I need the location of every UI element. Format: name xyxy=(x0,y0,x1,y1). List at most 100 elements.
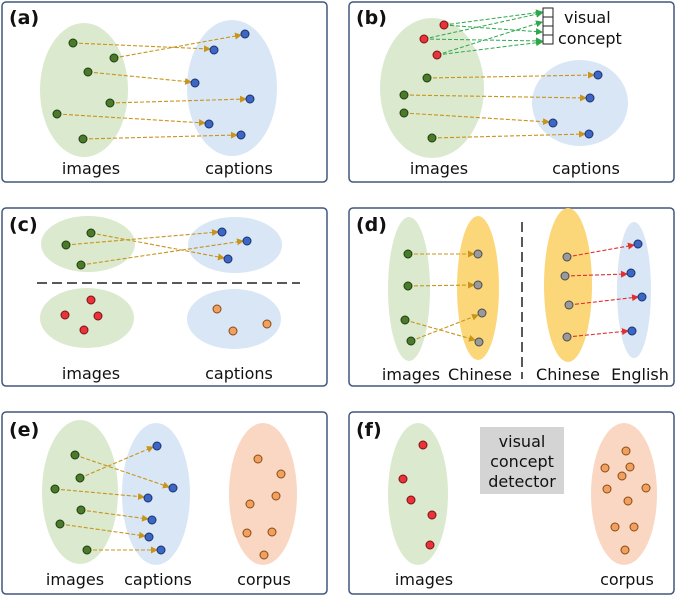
panel-a: (a) images captions xyxy=(1,1,328,183)
match-arrow xyxy=(90,232,225,261)
caption-node xyxy=(585,93,595,103)
captions-region-unpaired xyxy=(187,289,281,349)
chinese-node xyxy=(477,308,487,318)
match-arrow xyxy=(87,71,192,85)
translate-arrow xyxy=(566,328,629,338)
image-node xyxy=(70,450,80,460)
caption-node xyxy=(209,45,219,55)
image-node xyxy=(86,228,96,238)
panel-d-label: (d) xyxy=(356,214,387,236)
match-arrow xyxy=(426,71,595,79)
caption-node xyxy=(152,441,162,451)
panel-a-frame xyxy=(1,1,328,183)
chinese-node xyxy=(473,280,483,290)
corpus-node xyxy=(610,522,620,532)
images-caption: images xyxy=(382,365,440,384)
caption-node xyxy=(236,130,246,140)
concept-node xyxy=(419,34,429,44)
image-node xyxy=(422,73,432,83)
chinese-node xyxy=(474,337,484,347)
concept-node xyxy=(418,440,428,450)
panel-b-label: (b) xyxy=(356,7,387,29)
english-node xyxy=(627,326,637,336)
image-node xyxy=(400,315,410,325)
panel-d: (d) xyxy=(348,207,675,387)
image-node xyxy=(78,134,88,144)
panel-f-frame xyxy=(348,411,675,595)
image-node xyxy=(399,108,409,118)
corpus-node xyxy=(267,527,277,537)
panel-b-frame xyxy=(348,1,675,183)
image-node xyxy=(50,484,60,494)
match-arrow xyxy=(431,130,586,139)
corpus-node xyxy=(620,545,630,555)
panel-c-frame xyxy=(1,207,328,387)
english-caption: English xyxy=(611,365,669,384)
concept-slot xyxy=(542,25,554,36)
caption-node xyxy=(548,118,558,128)
match-arrow xyxy=(65,229,219,246)
chinese-node xyxy=(564,300,574,310)
match-arrow xyxy=(74,454,170,489)
concept-arrow xyxy=(443,24,543,36)
match-arrow xyxy=(80,509,149,522)
corpus-node xyxy=(617,471,627,481)
corpus-node xyxy=(623,496,633,506)
image-node xyxy=(403,249,413,259)
images-caption: images xyxy=(46,570,104,589)
caption-node xyxy=(593,70,603,80)
detector-line-2: concept xyxy=(490,452,554,471)
visual-concept-line-1: visual xyxy=(564,8,611,27)
corpus-node xyxy=(271,491,281,501)
image-node xyxy=(105,98,115,108)
corpus-node xyxy=(242,528,252,538)
caption-node xyxy=(223,254,233,264)
image-node xyxy=(109,53,119,63)
panel-e: (e) xyxy=(1,411,328,595)
match-arrow xyxy=(56,113,206,127)
match-arrow xyxy=(403,112,550,126)
image-node xyxy=(76,505,86,515)
panel-f: (f) visual concept detector images corpu xyxy=(348,411,675,595)
concept-node xyxy=(427,510,437,520)
captions-region xyxy=(532,60,628,146)
panel-c: (c) image xyxy=(1,207,328,387)
concept-node xyxy=(439,20,449,30)
match-arrow xyxy=(113,32,242,59)
concept-node xyxy=(425,540,435,550)
panel-e-frame xyxy=(1,411,328,595)
image-node xyxy=(83,67,93,77)
image-node xyxy=(68,38,78,48)
corpus-node xyxy=(259,550,269,560)
images-caption: images xyxy=(62,364,120,383)
image-node xyxy=(399,90,409,100)
match-arrow xyxy=(80,238,244,266)
captions-caption: captions xyxy=(552,159,620,178)
corpus-node xyxy=(262,319,272,329)
caption-node xyxy=(240,29,250,39)
caption-node xyxy=(190,78,200,88)
match-arrow xyxy=(72,42,211,53)
caption-node xyxy=(156,545,166,555)
english-node xyxy=(633,239,643,249)
images-region xyxy=(41,216,135,272)
image-node xyxy=(403,281,413,291)
corpus-node xyxy=(253,454,263,464)
visual-concept-detector-box xyxy=(480,427,564,494)
caption-node xyxy=(143,493,153,503)
concept-slot xyxy=(542,34,554,45)
caption-node xyxy=(242,236,252,246)
caption-node xyxy=(168,483,178,493)
images-region xyxy=(40,23,128,157)
corpus-node xyxy=(212,304,222,314)
english-region xyxy=(617,222,651,358)
corpus-node xyxy=(629,522,639,532)
corpus-node xyxy=(600,463,610,473)
images-caption: images xyxy=(410,159,468,178)
corpus-node xyxy=(641,483,651,493)
concept-arrow xyxy=(443,9,543,26)
corpus-node xyxy=(245,499,255,509)
chinese-node xyxy=(562,252,572,262)
caption-node xyxy=(204,119,214,129)
english-node xyxy=(626,268,636,278)
